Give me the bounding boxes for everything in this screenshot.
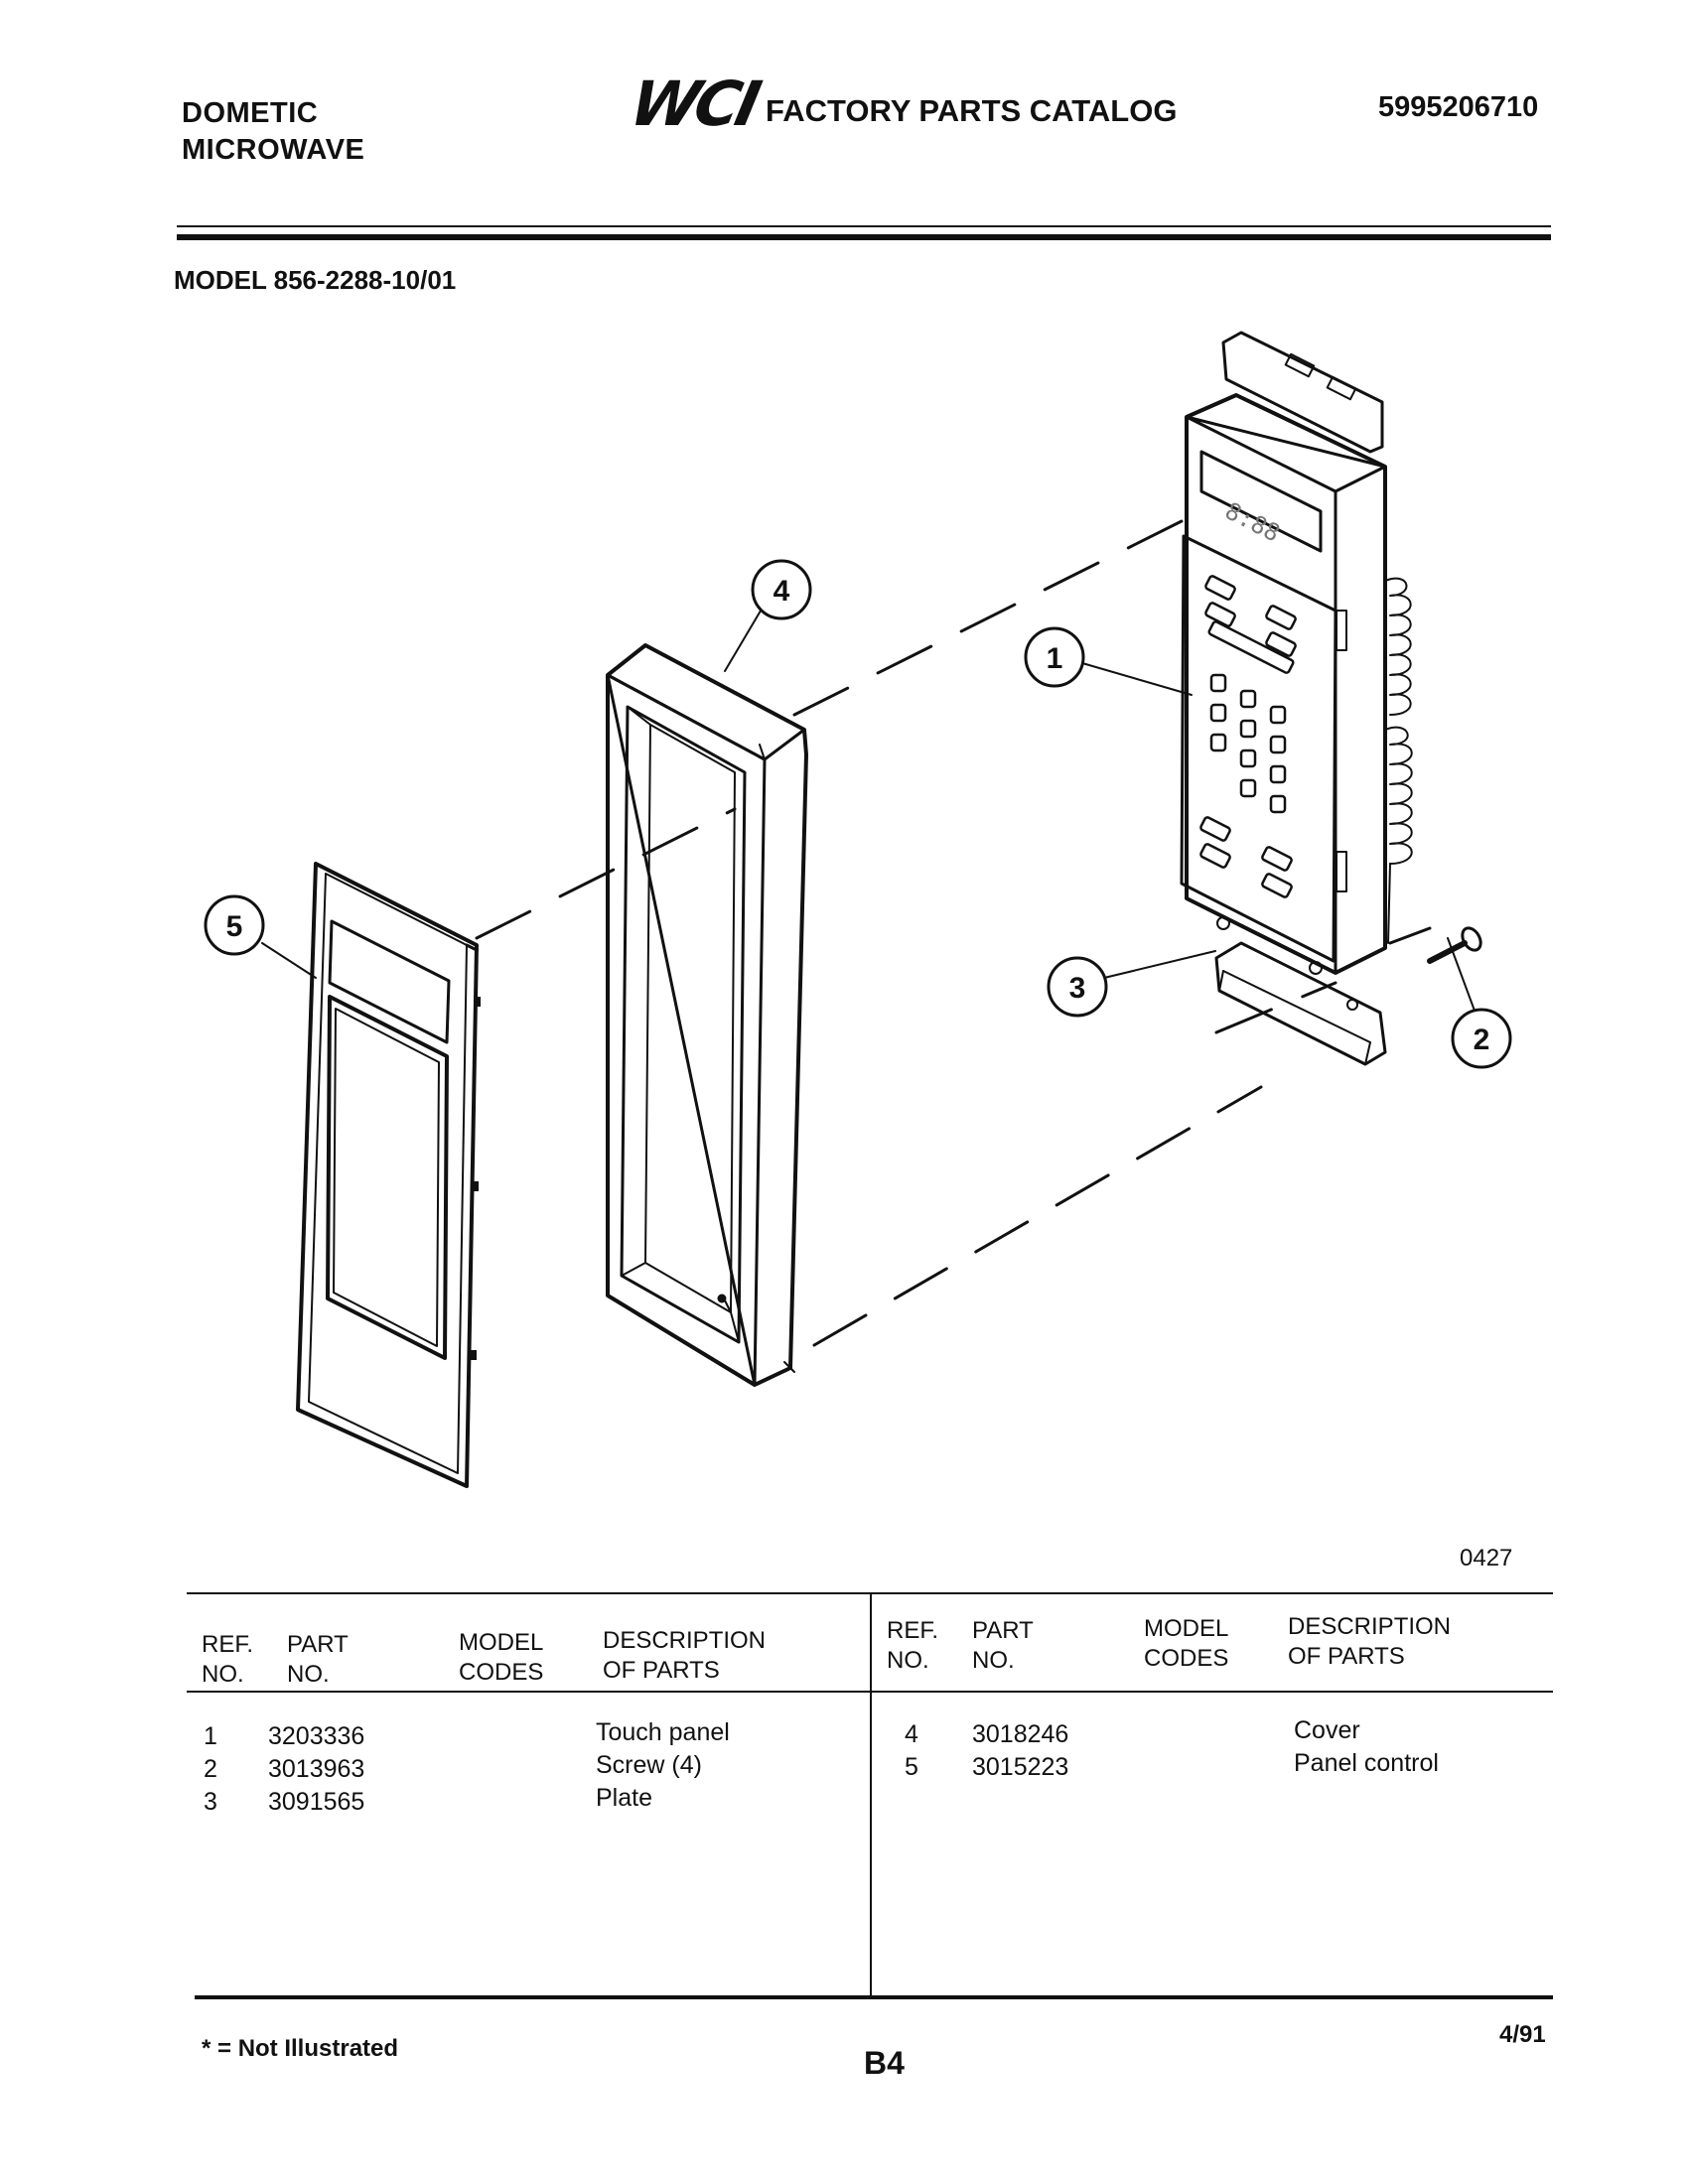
exploded-parts-diagram: 8:88	[204, 331, 1512, 1488]
table-bottom-rule	[195, 1995, 1553, 1999]
callout-3: 3	[1047, 956, 1108, 1018]
part-cell: 3018246	[972, 1720, 1069, 1748]
description-cell: Screw (4)	[596, 1751, 702, 1779]
catalog-header: WCI FACTORY PARTS CATALOG	[624, 68, 1178, 140]
callout-2-label: 2	[1474, 1024, 1490, 1056]
part-5-panel-control	[296, 862, 481, 1488]
catalog-title: FACTORY PARTS CATALOG	[765, 93, 1178, 128]
svg-text:8:88: 8:88	[1220, 496, 1284, 547]
assembly-dash-lines	[475, 519, 1432, 1347]
ref-cell: 5	[905, 1753, 918, 1781]
footnote: * = Not Illustrated	[202, 2035, 399, 2062]
callout-2: 2	[1451, 1008, 1512, 1069]
part-3-plate	[1214, 941, 1387, 1066]
callout-1-label: 1	[1047, 642, 1063, 675]
callout-1: 1	[1024, 626, 1085, 688]
callout-5: 5	[204, 894, 265, 956]
brand-line-1: DOMETIC	[182, 97, 319, 129]
model-line: MODEL 856-2288-10/01	[174, 265, 457, 295]
ref-cell: 1	[204, 1722, 217, 1750]
ref-cell: 4	[905, 1720, 918, 1748]
part-cell: 3203336	[268, 1722, 365, 1750]
part-cell: 3015223	[972, 1753, 1069, 1781]
header-ref-no-left: REF.NO.	[202, 1631, 254, 1688]
revision-date: 4/91	[1499, 2021, 1546, 2048]
part-cell: 3091565	[268, 1788, 365, 1816]
part-cell: 3013963	[268, 1755, 365, 1783]
part-2-screw	[1427, 926, 1482, 964]
callout-3-label: 3	[1069, 972, 1086, 1005]
ref-cell: 2	[204, 1755, 217, 1783]
brand-line-2: MICROWAVE	[182, 134, 365, 166]
table-divider	[870, 1592, 872, 1997]
part-1-touch-panel: 8:88	[1180, 331, 1413, 975]
description-cell: Cover	[1294, 1716, 1360, 1744]
ref-cell: 3	[204, 1788, 217, 1816]
brand-block: DOMETIC MICROWAVE	[182, 95, 364, 169]
catalog-number: 5995206710	[1378, 91, 1539, 123]
description-cell: Panel control	[1294, 1749, 1439, 1777]
description-cell: Touch panel	[596, 1718, 730, 1746]
header-rule-thick	[177, 234, 1551, 240]
header-ref-no-right: REF.NO.	[887, 1617, 939, 1674]
callout-5-label: 5	[226, 910, 243, 943]
figure-code: 0427	[1460, 1545, 1513, 1571]
callout-4: 4	[751, 559, 812, 620]
callout-4-label: 4	[774, 575, 790, 608]
header-rule-thin	[177, 225, 1551, 227]
part-4-cover	[606, 643, 808, 1387]
description-cell: Plate	[596, 1784, 652, 1812]
page-code: B4	[864, 2045, 905, 2081]
